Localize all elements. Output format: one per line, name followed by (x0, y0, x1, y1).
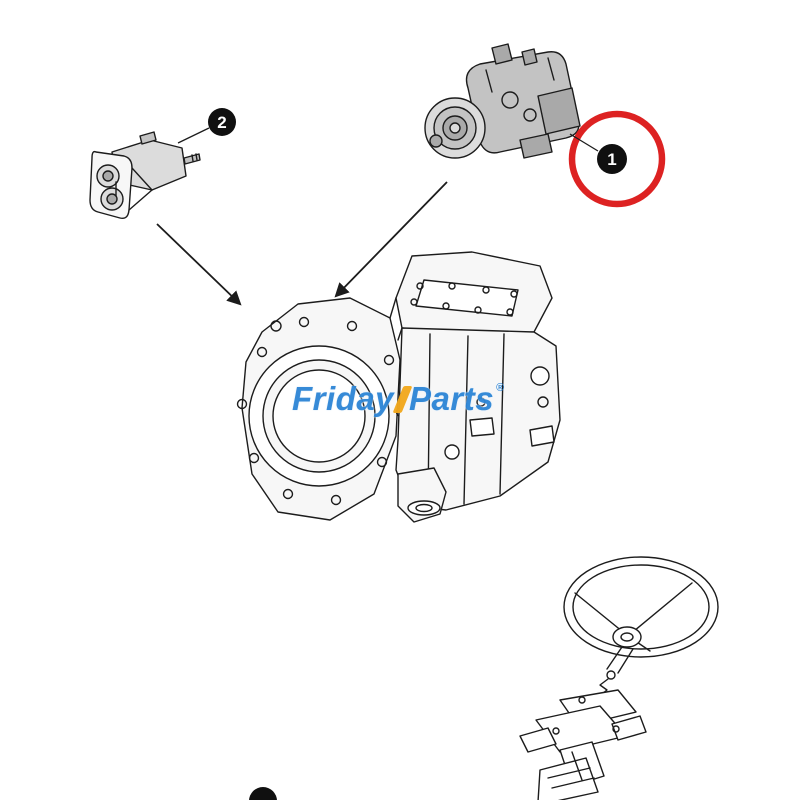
callout-2: 2 (208, 108, 236, 136)
callout-1: 1 (597, 144, 627, 174)
watermark: Friday Parts ® (292, 380, 504, 418)
transmission-housing-drawing (236, 251, 561, 523)
highlight-circle (568, 110, 666, 208)
steering-wheel-drawing (563, 556, 719, 658)
callout-2-label: 2 (217, 113, 226, 132)
steering-column-drawing (519, 646, 647, 800)
piston-pump-drawing (424, 43, 581, 159)
callout-bottom-partial (249, 787, 277, 800)
leader-line-1 (569, 133, 599, 152)
watermark-text-right: Parts (409, 380, 495, 417)
leader-line-2 (177, 127, 210, 144)
watermark-text-left: Friday (292, 380, 395, 417)
callout-1-label: 1 (607, 150, 616, 169)
gear-pump-drawing (89, 131, 201, 220)
arrow-pump1-to-transmission (334, 181, 448, 298)
watermark-registered-mark: ® (496, 382, 505, 394)
arrow-pump2-to-transmission (156, 223, 242, 306)
